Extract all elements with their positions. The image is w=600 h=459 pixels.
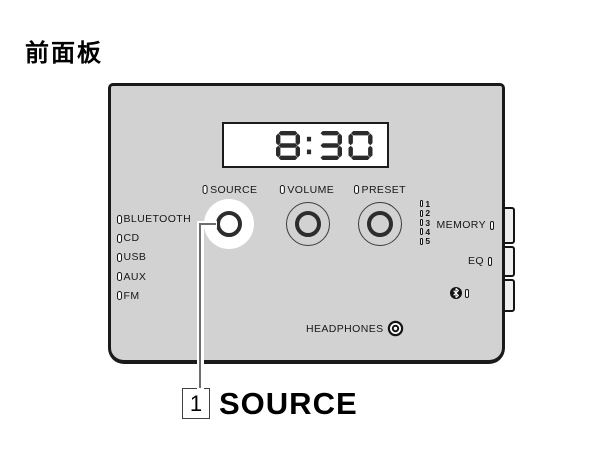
source-item-aux: AUX: [117, 270, 191, 283]
button-pill-icon: [420, 200, 424, 208]
source-item-usb: USB: [117, 251, 191, 264]
preset-number-row: 2: [420, 208, 431, 219]
preset-number: 1: [425, 198, 431, 209]
page-title: 前面板: [25, 40, 103, 67]
button-pill-icon: [117, 272, 122, 282]
source-item-label: CD: [123, 232, 140, 245]
callout-number-box: 1: [182, 388, 210, 419]
button-pill-icon: [117, 252, 122, 262]
preset-number: 5: [425, 236, 431, 247]
preset-knob-label: PRESET: [361, 183, 406, 196]
source-knob-label-row: SOURCE: [202, 183, 258, 196]
callout-leader-line: [199, 222, 217, 225]
callout-label: SOURCE: [219, 386, 358, 421]
button-pill-icon: [117, 233, 122, 243]
preset-number: 2: [425, 208, 431, 219]
bluetooth-icon: [450, 287, 462, 299]
volume-knob-label-row: VOLUME: [279, 183, 335, 196]
source-item-label: BLUETOOTH: [123, 213, 192, 225]
source-knob-ring: [216, 211, 242, 237]
headphone-jack-icon: [387, 320, 404, 337]
button-pill-icon: [420, 237, 424, 245]
button-pill-icon: [489, 220, 494, 230]
callout-leader-line: [199, 222, 201, 389]
source-item-cd: CD: [117, 232, 191, 245]
eq-label: EQ: [468, 255, 484, 267]
preset-number-row: 4: [420, 226, 431, 237]
preset-number-row: 3: [420, 217, 431, 228]
volume-knob-label: VOLUME: [287, 183, 335, 196]
volume-knob: [286, 202, 330, 246]
button-pill-icon: [420, 228, 424, 236]
button-pill-icon: [487, 256, 492, 266]
preset-knob-label-row: PRESET: [354, 183, 406, 196]
button-pill-icon: [117, 214, 122, 224]
bluetooth-label-row: [450, 287, 469, 299]
button-pill-icon: [354, 185, 359, 194]
button-pill-icon: [464, 288, 469, 298]
preset-knob-ring: [367, 211, 393, 237]
button-pill-icon: [420, 219, 424, 227]
memory-label-row: MEMORY: [424, 219, 494, 231]
memory-label: MEMORY: [436, 219, 486, 231]
source-item-label: FM: [123, 289, 140, 302]
preset-knob: [358, 202, 402, 246]
volume-knob-ring: [295, 211, 321, 237]
source-knob-label: SOURCE: [210, 183, 258, 196]
headphones-label: HEADPHONES: [306, 322, 384, 335]
preset-number: 3: [425, 217, 431, 228]
headphones-row: HEADPHONES: [306, 320, 404, 337]
display-digits: [276, 131, 373, 160]
source-item-label: AUX: [123, 270, 147, 283]
lcd-display: [222, 122, 389, 168]
button-pill-icon: [420, 209, 424, 217]
source-item-bluetooth: BLUETOOTH: [117, 213, 192, 225]
source-item-label: USB: [123, 251, 147, 264]
preset-number-row: 1: [420, 198, 431, 209]
preset-number-row: 5: [420, 236, 431, 247]
button-pill-icon: [279, 185, 285, 194]
button-pill-icon: [117, 291, 122, 301]
source-item-fm: FM: [117, 289, 191, 302]
button-pill-icon: [202, 185, 208, 194]
preset-number: 4: [425, 226, 431, 237]
preset-number-list: 1 2 3 4 5: [420, 198, 431, 247]
source-list: BLUETOOTH CD USB AUX FM: [117, 213, 192, 310]
eq-label-row: EQ: [426, 255, 492, 267]
